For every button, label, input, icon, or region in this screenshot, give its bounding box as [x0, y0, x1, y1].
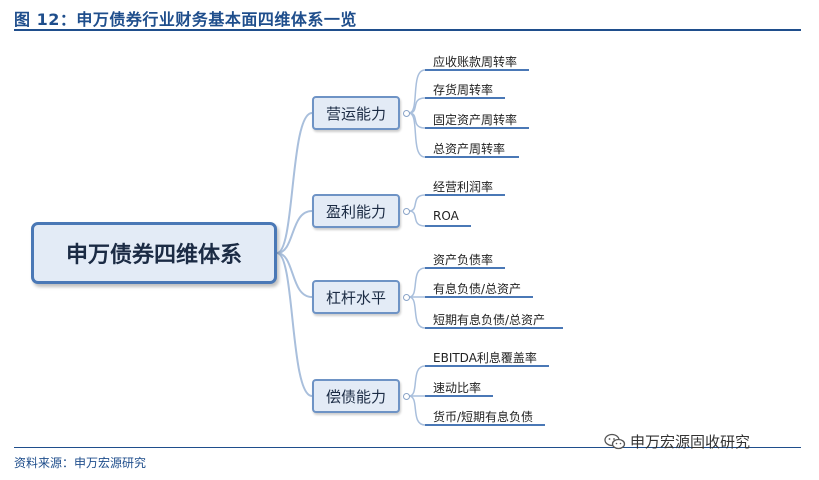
- leaf-underline: [425, 225, 471, 227]
- leaf-underline: [425, 296, 533, 298]
- connector-cat2-item0: [408, 267, 426, 298]
- leaf-item[interactable]: 短期有息负债/总资产: [433, 313, 546, 327]
- category-node-operating[interactable]: 营运能力: [312, 96, 400, 130]
- connector-root-cat-0: [276, 112, 313, 254]
- top-rule: [14, 29, 801, 31]
- connector-root-cat-2: [276, 252, 313, 298]
- leaf-item[interactable]: 有息负债/总资产: [433, 282, 522, 296]
- connector-cat0-item3: [408, 112, 426, 158]
- figure-title: 图 12：申万债券行业财务基本面四维体系一览: [14, 10, 357, 29]
- connector-cat0-item0: [408, 69, 426, 114]
- leaf-item[interactable]: 固定资产周转率: [433, 113, 518, 127]
- bottom-rule: [14, 447, 801, 448]
- leaf-underline: [425, 267, 505, 269]
- category-node-leverage[interactable]: 杠杆水平: [312, 280, 400, 314]
- collapse-toggle-icon[interactable]: [403, 393, 410, 400]
- leaf-item[interactable]: ROA: [433, 209, 459, 223]
- leaf-item[interactable]: 存货周转率: [433, 83, 494, 97]
- category-node-profitability[interactable]: 盈利能力: [312, 194, 400, 228]
- connector-cat3-item2: [408, 395, 426, 426]
- leaf-item[interactable]: 速动比率: [433, 381, 482, 395]
- leaf-underline: [425, 194, 505, 196]
- leaf-underline: [425, 127, 529, 129]
- collapse-toggle-icon[interactable]: [403, 208, 410, 215]
- root-node[interactable]: 申万债券四维体系: [31, 222, 277, 284]
- connector-cat2-item2: [408, 296, 426, 329]
- connector-root-cat-1: [276, 210, 313, 254]
- leaf-underline: [425, 424, 545, 426]
- leaf-item[interactable]: 经营利润率: [433, 180, 494, 194]
- leaf-underline: [425, 97, 505, 99]
- leaf-underline: [425, 156, 519, 158]
- collapse-toggle-icon[interactable]: [403, 294, 410, 301]
- connector-cat1-item0: [408, 194, 426, 212]
- leaf-underline: [425, 69, 529, 71]
- leaf-item[interactable]: 资产负债率: [433, 253, 494, 267]
- connector-cat1-item1: [408, 210, 426, 227]
- leaf-item[interactable]: 应收账款周转率: [433, 55, 518, 69]
- leaf-item[interactable]: 货币/短期有息负债: [433, 410, 534, 424]
- connector-cat3-item0: [408, 365, 426, 397]
- connector-cat0-item1: [408, 97, 426, 114]
- connector-root-cat-3: [276, 252, 313, 397]
- leaf-item[interactable]: 总资产周转率: [433, 142, 506, 156]
- leaf-underline: [425, 327, 563, 329]
- watermark: 申万宏源固收研究: [604, 431, 750, 452]
- leaf-underline: [425, 395, 493, 397]
- collapse-toggle-icon[interactable]: [403, 110, 410, 117]
- leaf-underline: [425, 365, 549, 367]
- connector-cat0-item2: [408, 112, 426, 129]
- wechat-icon: [604, 433, 626, 449]
- leaf-item[interactable]: EBITDA利息覆盖率: [433, 351, 537, 365]
- watermark-text: 申万宏源固收研究: [630, 433, 751, 451]
- category-node-solvency[interactable]: 偿债能力: [312, 379, 400, 413]
- source-note: 资料来源：申万宏源研究: [14, 456, 147, 470]
